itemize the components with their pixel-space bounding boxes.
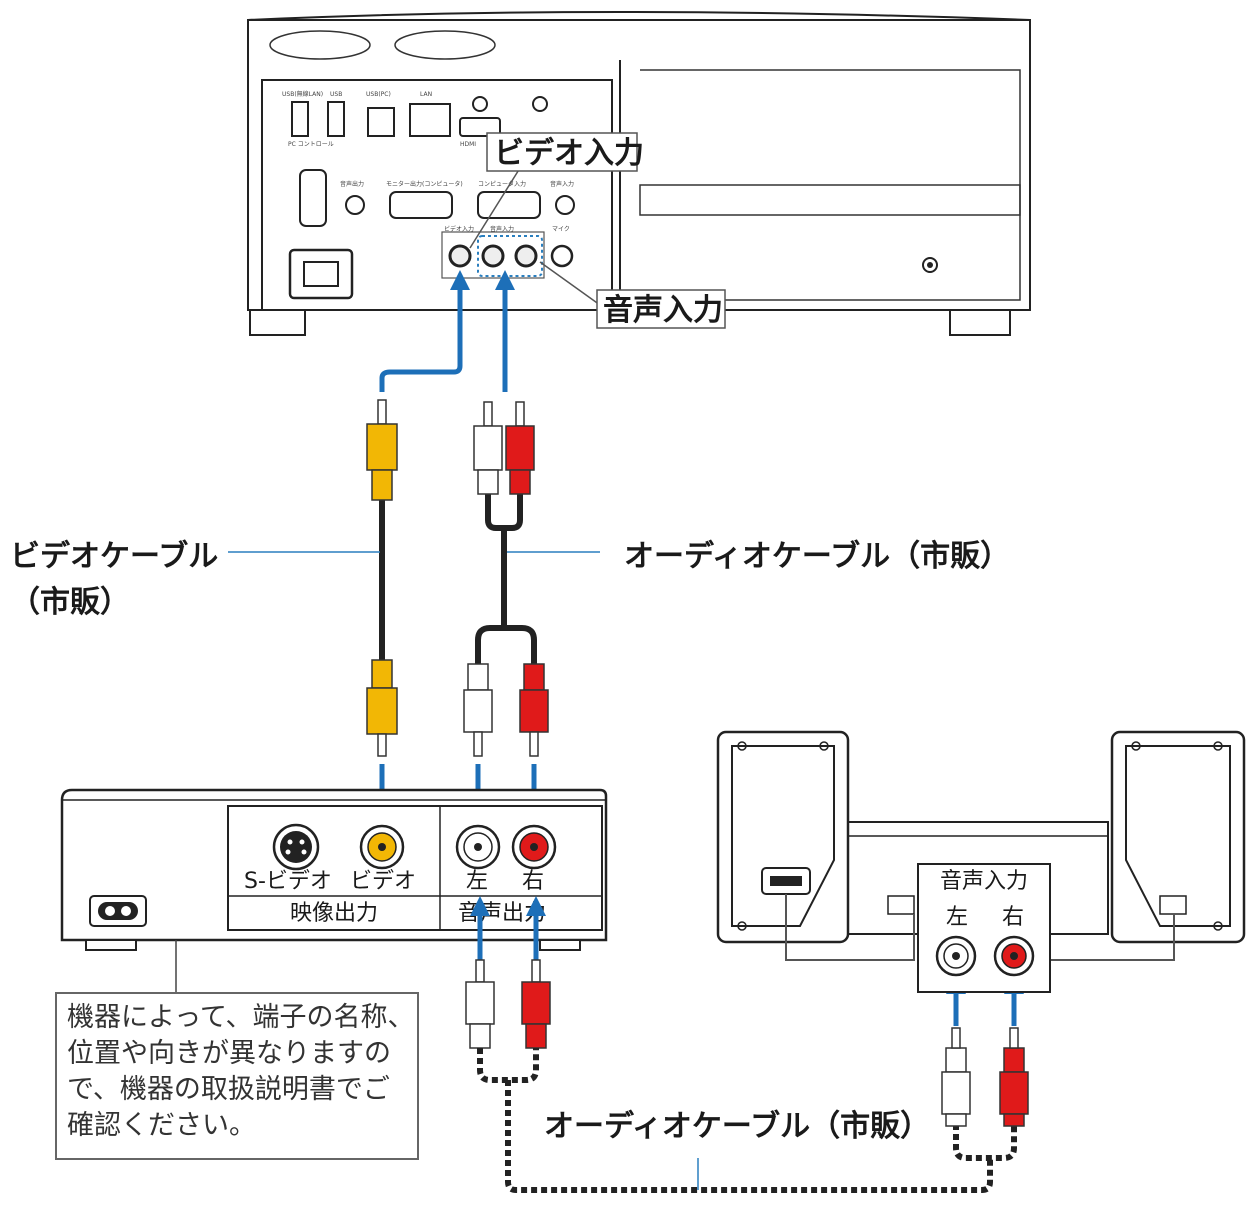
projector: USB(無線LAN) USB USB(PC) LAN HDMI PC コントロー… [247,11,1031,336]
av-device: S-ビデオ ビデオ 左 右 映像出力 音声出力 [60,788,608,951]
port-label: LAN [420,91,432,98]
speaker-audio-in-left-jack [935,935,977,977]
port-label: HDMI [460,141,476,148]
pc-control-port [299,169,327,227]
usb-wlan-port [291,101,309,137]
port-label: USB [330,91,342,98]
port-label: PC コントロール [288,141,334,148]
projector-audio-in-left-jack [481,244,505,268]
svideo-label: S-ビデオ [244,869,332,894]
audio-cable-bottom-label: オーディオケーブル（市販） [544,1109,930,1144]
device-audio-left-jack [455,824,501,870]
white-plug-top [473,401,503,495]
port-label: ビデオ入力 [444,225,474,233]
monitor-out-port [389,191,453,219]
svideo-jack [272,823,320,871]
port-label: モニター出力(コンピュータ) [386,180,463,188]
audio-in-jack-pc [555,195,575,215]
right-speaker [1110,730,1246,944]
audio-cable-top [463,401,549,757]
device-video-out-jack [359,824,405,870]
audio-out-jack [345,195,365,215]
device-audio-right-jack [511,824,557,870]
note-line-4: 確認ください。 [67,1110,256,1141]
right-label: 右 [522,869,544,894]
lan-port [409,103,451,137]
note-box: 機器によって、端子の名称、 位置や向きが異なりますの で、機器の取扱説明書でご … [55,992,419,1160]
port-label: 音声出力 [340,180,364,188]
device-power-inlet [89,895,147,927]
port-label: USB(無線LAN) [282,90,323,98]
arrow-video-to-projector [379,270,470,392]
port-label: 音声入力 [490,225,514,233]
speakers: 音声入力 左 右 [716,730,1246,993]
mic-jack [550,244,574,268]
video-in-callout-text: ビデオ入力 [494,136,644,171]
usb-port [327,101,345,137]
power-inlet [288,248,354,300]
left-label: 左 [466,869,488,894]
speaker-left-label: 左 [946,905,968,930]
red-plug-bottom-left [521,959,551,1049]
speaker-right-label: 右 [1002,905,1024,930]
video-out-label: 映像出力 [290,901,378,926]
port-label: 音声入力 [550,180,574,188]
port-label: コンピュータ入力 [478,180,526,188]
note-line-2: 位置や向きが異なりますの [67,1038,391,1069]
red-plug-bottom-right [999,1027,1029,1127]
projector-video-in-jack [448,244,472,268]
audio-in-callout-text: 音声入力 [603,293,723,328]
yellow-plug-top [366,399,398,501]
audio-out-label: 音声出力 [458,901,546,926]
note-line-1: 機器によって、端子の名称、 [67,1002,415,1033]
usb-pc-port [367,107,395,137]
callout-audio-in: 音声入力 [539,261,726,329]
audio-cable-bottom [465,959,1029,1193]
white-plug-bottom-right [941,1027,971,1127]
speaker-audio-in-label: 音声入力 [940,869,1028,894]
white-plug-bottom-left [465,959,495,1049]
video-cable-label-line2: （市販） [10,585,130,620]
computer-in-port [477,191,541,219]
hdmi-port [459,117,501,137]
red-plug-mid [519,663,549,757]
projector-audio-in-right-jack [514,244,538,268]
video-cable-label-line1: ビデオケーブル [10,539,218,574]
video-label: ビデオ [350,869,416,894]
callout-video-in: ビデオ入力 [469,132,644,249]
yellow-plug-bottom [366,659,398,757]
video-cable [366,399,398,757]
speaker-audio-in-right-jack [993,935,1035,977]
audio-cable-top-label: オーディオケーブル（市販） [624,539,1010,574]
red-plug-top [505,401,535,495]
port-label: マイク [552,226,570,233]
note-line-3: で、機器の取扱説明書でご [67,1074,390,1105]
white-plug-mid [463,663,493,757]
port-label: USB(PC) [366,91,391,98]
left-speaker [716,730,850,944]
